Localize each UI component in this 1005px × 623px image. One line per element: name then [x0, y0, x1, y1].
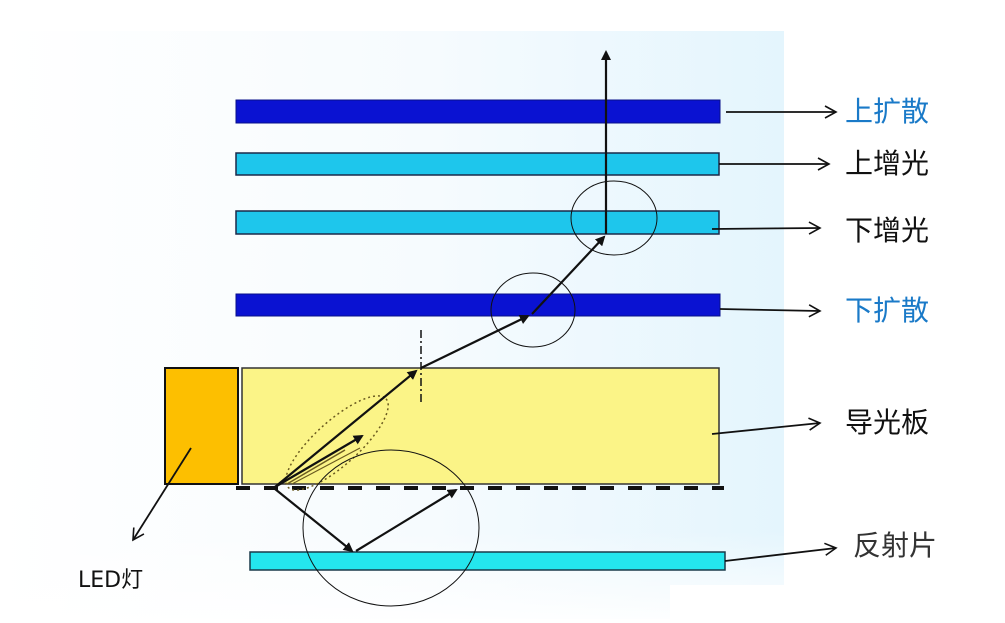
highlight-circle-diffuser [490, 272, 576, 348]
highlight-circle-reflector [302, 449, 480, 607]
led-block [164, 367, 239, 485]
reflector-sheet-layer [249, 551, 726, 571]
label-reflector-sheet: 反射片 [853, 529, 938, 562]
label-light-guide-plate: 导光板 [845, 406, 930, 439]
label-upper-diffuser: 上扩散 [845, 95, 930, 128]
light-guide-plate-layer [241, 367, 720, 485]
label-pointers [132, 105, 838, 562]
highlight-circle-prism [570, 180, 658, 256]
scatter-ellipse [285, 395, 389, 491]
light-ray-paths [274, 50, 611, 553]
label-upper-brightness-film: 上增光 [845, 147, 930, 180]
label-lower-brightness-film: 下增光 [845, 214, 930, 247]
lower-brightness-film-layer [235, 210, 720, 235]
lower-diffuser-layer [235, 293, 721, 317]
upper-diffuser-layer [235, 99, 721, 124]
upper-brightness-film-layer [235, 152, 720, 176]
label-lower-diffuser: 下扩散 [845, 294, 930, 327]
label-led: LED灯 [78, 568, 144, 593]
